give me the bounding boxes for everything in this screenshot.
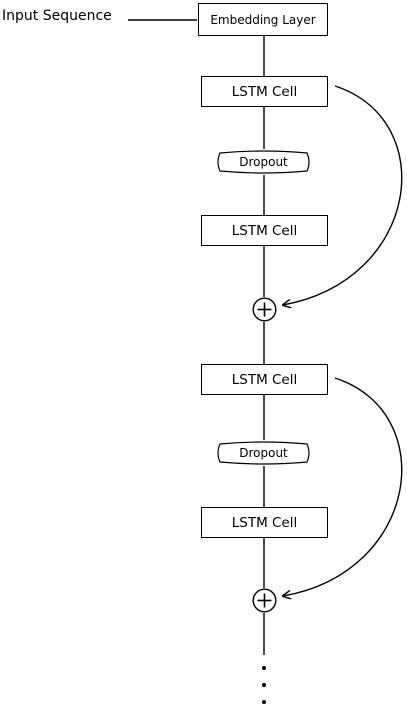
- lstm-cell-box: LSTM Cell: [201, 364, 328, 395]
- ellipsis-dot: [262, 700, 266, 704]
- lstm-cell-box: LSTM Cell: [201, 507, 328, 538]
- add-node-icon: [251, 588, 277, 613]
- lstm-cell-box: LSTM Cell: [201, 215, 328, 246]
- lstm-cell-box: LSTM Cell: [201, 76, 328, 107]
- dropout-box: Dropout: [216, 149, 311, 175]
- embedding-layer-label: Embedding Layer: [210, 12, 316, 27]
- lstm-cell-label: LSTM Cell: [231, 371, 298, 388]
- ellipsis-dot: [262, 683, 266, 687]
- lstm-cell-label: LSTM Cell: [231, 222, 298, 239]
- dropout-shape: [217, 441, 310, 465]
- skip-arrow-1: [283, 85, 403, 305]
- dropout-box: Dropout: [216, 440, 311, 466]
- lstm-cell-label: LSTM Cell: [231, 83, 298, 100]
- input-sequence-label: Input Sequence: [2, 8, 112, 24]
- dropout-label: Dropout: [239, 446, 288, 460]
- ellipsis-dot: [262, 666, 266, 670]
- embedding-layer-box: Embedding Layer: [198, 3, 328, 36]
- skip-arrow-2: [283, 377, 403, 596]
- dropout-shape: [217, 150, 310, 174]
- add-node-icon: [251, 297, 277, 322]
- dropout-label: Dropout: [239, 155, 288, 169]
- lstm-cell-label: LSTM Cell: [231, 514, 298, 531]
